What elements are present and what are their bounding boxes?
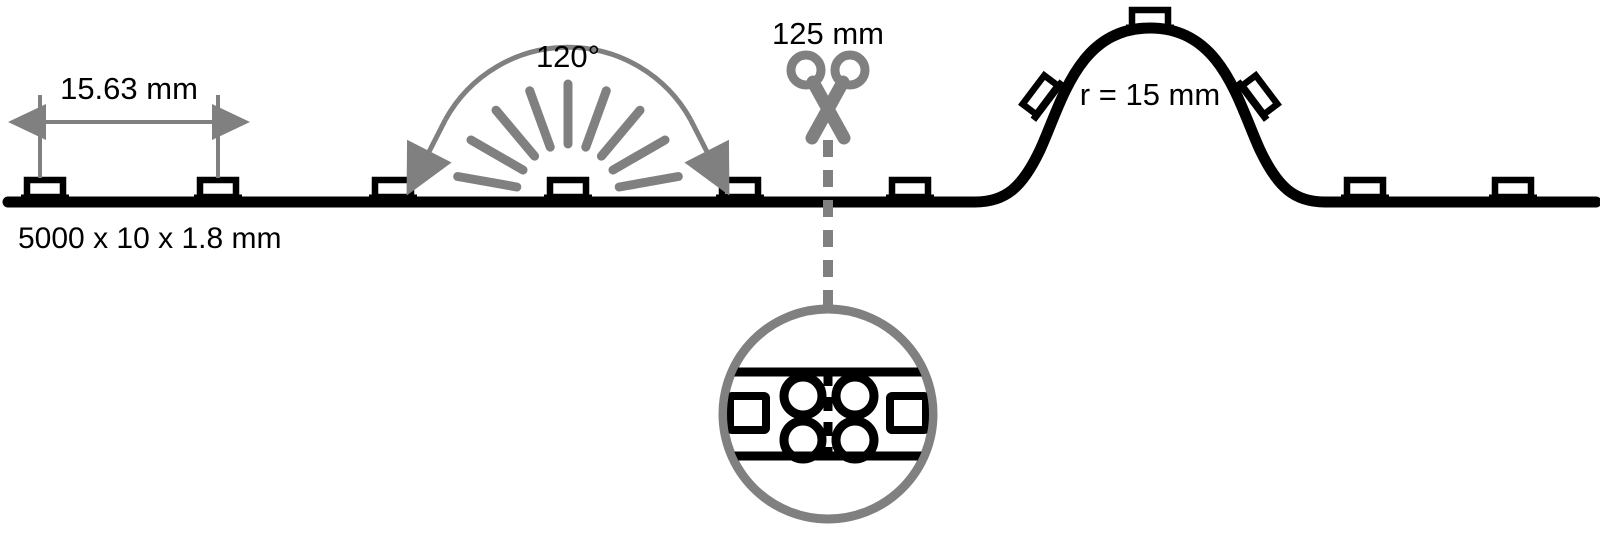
beam-ray xyxy=(608,135,670,175)
scissors-handle-right xyxy=(830,50,870,90)
scissors-handle-left xyxy=(786,50,826,90)
detail-circle-outline xyxy=(718,304,938,524)
beam-ray xyxy=(525,86,555,152)
strip-dimensions-label: 5000 x 10 x 1.8 mm xyxy=(18,222,281,255)
beam-angle-group: 120° xyxy=(406,39,730,196)
cut-marker-group: 125 mm xyxy=(772,16,884,305)
led-top-view xyxy=(727,392,770,434)
solder-pad xyxy=(831,372,879,420)
led-chip xyxy=(1341,180,1389,202)
beam-angle-label: 120° xyxy=(536,39,600,74)
beam-rays xyxy=(453,79,683,192)
cut-interval-label: 125 mm xyxy=(772,16,884,51)
detail-contents xyxy=(727,367,929,464)
beam-ray xyxy=(581,86,611,152)
led-chip xyxy=(1489,180,1537,202)
beam-ray xyxy=(596,105,645,161)
detail-circle-icon xyxy=(718,304,938,524)
led-pitch-label: 15.63 mm xyxy=(60,71,198,106)
led-chip xyxy=(194,180,242,202)
arc-arrowhead-left xyxy=(406,118,452,196)
bend-radius-label: r = 15 mm xyxy=(1080,77,1220,112)
solder-pad xyxy=(831,416,879,464)
beam-ray xyxy=(466,135,528,175)
led-chip xyxy=(1126,10,1174,32)
led-chip xyxy=(21,180,69,202)
beam-ray xyxy=(491,105,540,161)
led-chip xyxy=(369,180,417,202)
led-chip xyxy=(886,180,934,202)
solder-pad xyxy=(779,416,827,464)
scissors-icon xyxy=(786,50,870,145)
beam-ray xyxy=(453,172,522,192)
scissors-blade-left xyxy=(805,75,850,145)
arc-arrowhead-right xyxy=(684,118,730,196)
led-chip xyxy=(716,180,764,202)
solder-pad xyxy=(779,372,827,420)
led-top-view xyxy=(886,392,929,434)
beam-ray xyxy=(614,172,683,192)
pitch-dimension: 15.63 mm xyxy=(8,71,250,178)
arc-arrow-icon xyxy=(443,44,693,121)
led-chip xyxy=(544,180,592,202)
